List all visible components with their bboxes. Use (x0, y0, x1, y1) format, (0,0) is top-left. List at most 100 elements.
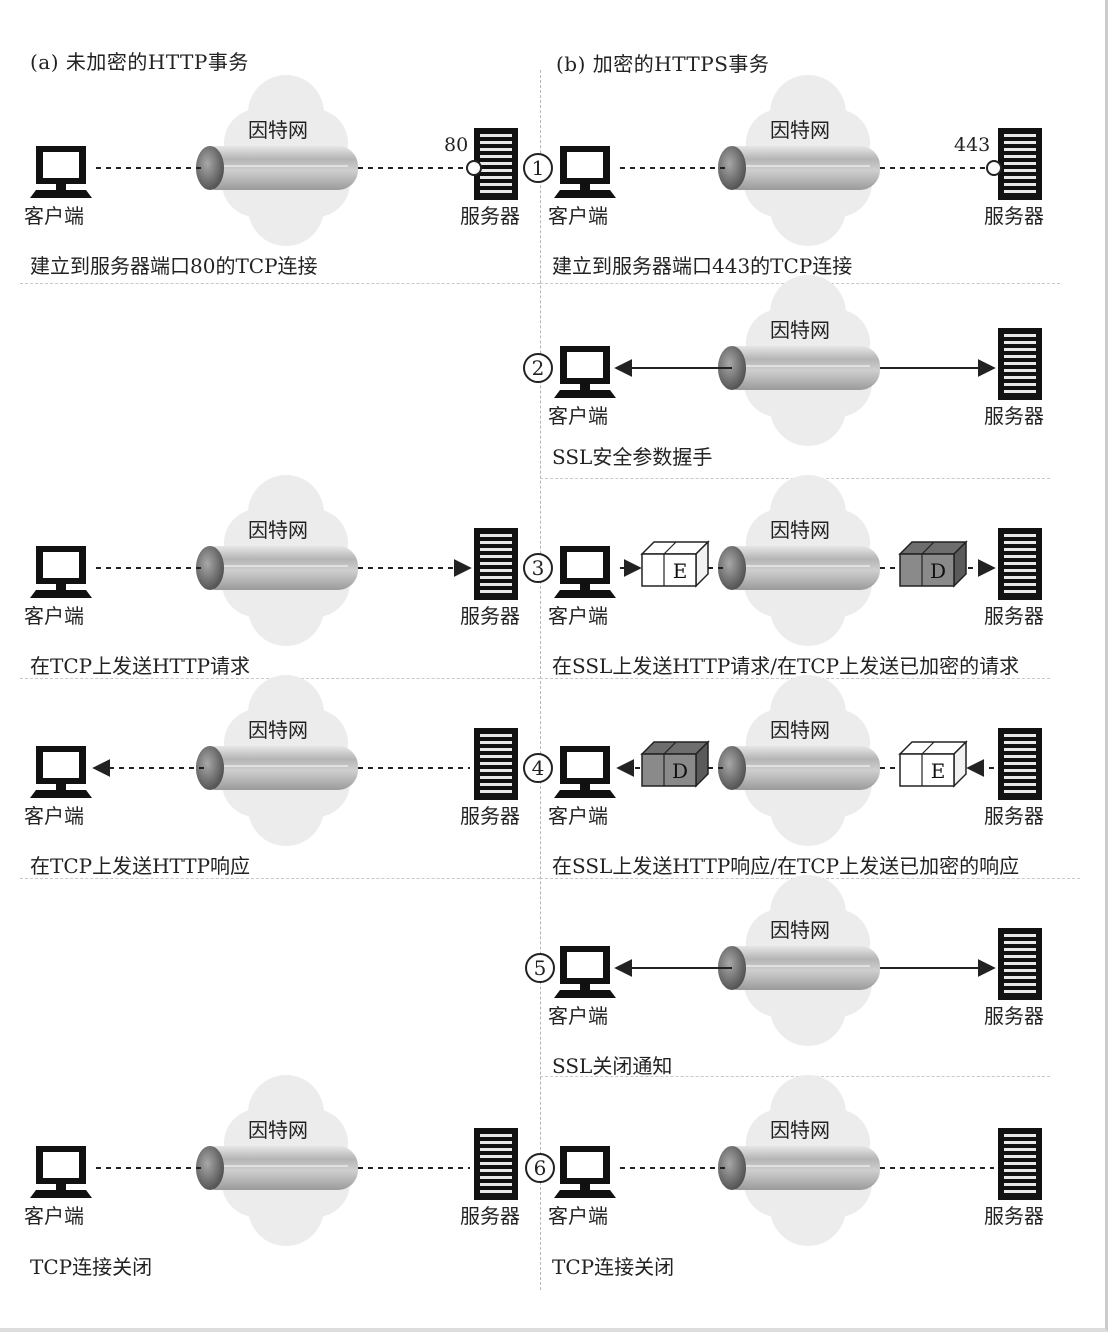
server-label: 服务器 (460, 1204, 520, 1228)
server-icon (998, 128, 1042, 200)
internet-pipe (196, 746, 358, 790)
internet-pipe (196, 146, 358, 190)
server-label: 服务器 (984, 1004, 1044, 1028)
caption-https: 在SSL上发送HTTP响应/在TCP上发送已加密的响应 (552, 854, 1020, 878)
client-computer-icon (30, 146, 92, 198)
row-divider (20, 283, 540, 284)
client-label: 客户端 (548, 804, 608, 828)
client-computer-icon (30, 546, 92, 598)
step-number: 3 (532, 556, 545, 580)
step-number-badge: 1 (523, 153, 553, 183)
client-computer-icon (554, 146, 616, 198)
row-divider (540, 1076, 1050, 1077)
client-label: 客户端 (548, 1004, 608, 1028)
internet-pipe (718, 546, 880, 590)
internet-label: 因特网 (248, 1118, 308, 1142)
internet-pipe (718, 146, 880, 190)
client-label: 客户端 (548, 404, 608, 428)
caption-https: SSL关闭通知 (552, 1054, 673, 1078)
server-label: 服务器 (460, 804, 520, 828)
client-computer-icon (554, 346, 616, 398)
client-computer-icon (554, 1146, 616, 1198)
client-label: 客户端 (24, 604, 84, 628)
step-number: 5 (534, 956, 547, 980)
client-computer-icon (554, 746, 616, 798)
step-number: 1 (532, 156, 545, 180)
server-icon (998, 328, 1042, 400)
client-label: 客户端 (548, 604, 608, 628)
caption-https: 在SSL上发送HTTP请求/在TCP上发送已加密的请求 (552, 654, 1020, 678)
server-icon (474, 1128, 518, 1200)
heading-https: (b) 加密的HTTPS事务 (556, 52, 770, 76)
internet-label: 因特网 (770, 1118, 830, 1142)
caption-https: SSL安全参数握手 (552, 445, 713, 469)
server-icon (998, 928, 1042, 1000)
internet-pipe (196, 1146, 358, 1190)
caption-http: 在TCP上发送HTTP请求 (30, 654, 251, 678)
port-443-label: 443 (954, 134, 991, 156)
client-computer-icon (554, 546, 616, 598)
client-label: 客户端 (24, 204, 84, 228)
box-letter: D (672, 759, 688, 783)
server-label: 服务器 (460, 604, 520, 628)
caption-http: 建立到服务器端口80的TCP连接 (30, 254, 318, 278)
port-socket (986, 160, 1002, 176)
client-label: 客户端 (548, 1204, 608, 1228)
internet-label: 因特网 (770, 718, 830, 742)
decrypted-data-box: D (898, 540, 968, 588)
internet-label: 因特网 (770, 518, 830, 542)
internet-label: 因特网 (770, 118, 830, 142)
box-letter: E (673, 559, 688, 583)
box-letter: E (931, 759, 946, 783)
client-computer-icon (30, 746, 92, 798)
box-letter: D (930, 559, 946, 583)
server-label: 服务器 (984, 204, 1044, 228)
internet-pipe (196, 546, 358, 590)
internet-label: 因特网 (770, 918, 830, 942)
step-number-badge: 6 (525, 1153, 555, 1183)
step-number-badge: 3 (523, 553, 553, 583)
row-divider (20, 878, 540, 879)
server-icon (474, 728, 518, 800)
step-number: 4 (532, 756, 545, 780)
client-label: 客户端 (24, 1204, 84, 1228)
internet-label: 因特网 (248, 118, 308, 142)
internet-label: 因特网 (248, 518, 308, 542)
internet-pipe (718, 746, 880, 790)
server-label: 服务器 (460, 204, 520, 228)
server-icon (474, 528, 518, 600)
client-label: 客户端 (548, 204, 608, 228)
internet-pipe (718, 346, 880, 390)
internet-label: 因特网 (248, 718, 308, 742)
server-label: 服务器 (984, 1204, 1044, 1228)
caption-https: 建立到服务器端口443的TCP连接 (552, 254, 853, 278)
client-label: 客户端 (24, 804, 84, 828)
step-number: 2 (532, 356, 545, 380)
caption-http: 在TCP上发送HTTP响应 (30, 854, 251, 878)
encrypted-data-box: E (640, 540, 710, 588)
internet-pipe (718, 1146, 880, 1190)
server-icon (998, 1128, 1042, 1200)
step-number: 6 (534, 1156, 547, 1180)
decrypted-data-box: D (640, 740, 710, 788)
client-computer-icon (30, 1146, 92, 1198)
server-icon (474, 128, 518, 200)
internet-label: 因特网 (770, 318, 830, 342)
step-number-badge: 2 (523, 353, 553, 383)
step-number-badge: 5 (525, 953, 555, 983)
heading-http: (a) 未加密的HTTP事务 (30, 50, 249, 74)
port-80-label: 80 (444, 134, 469, 156)
port-socket (466, 160, 482, 176)
column-divider (540, 70, 541, 1290)
client-computer-icon (554, 946, 616, 998)
server-label: 服务器 (984, 604, 1044, 628)
encrypted-data-box: E (898, 740, 968, 788)
step-number-badge: 4 (523, 753, 553, 783)
server-icon (998, 528, 1042, 600)
caption-https: TCP连接关闭 (552, 1255, 675, 1279)
caption-http: TCP连接关闭 (30, 1255, 153, 1279)
server-label: 服务器 (984, 804, 1044, 828)
server-icon (998, 728, 1042, 800)
